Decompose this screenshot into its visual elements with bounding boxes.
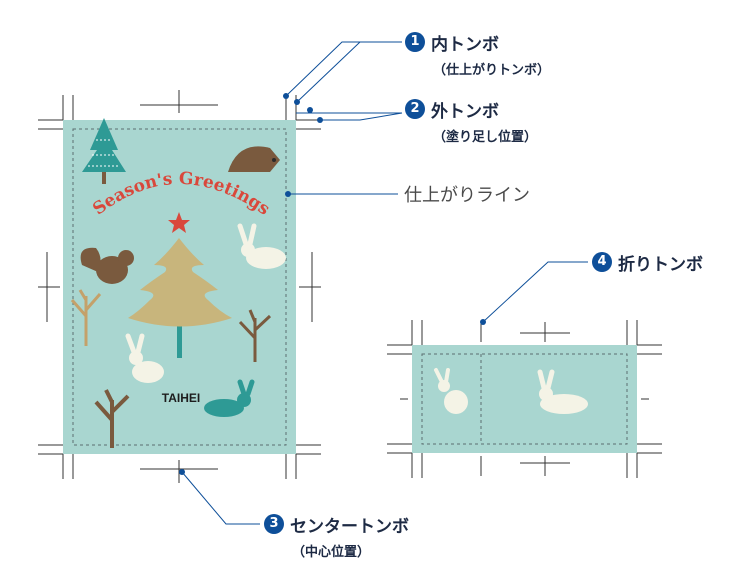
- trim-line: [72, 128, 287, 446]
- finish-line-label: 仕上がりライン: [404, 185, 530, 206]
- brand-text: TAIHEI: [162, 391, 200, 405]
- star-icon: [168, 212, 190, 233]
- callout-center-mark: 3 センタートンボ （中心位置）: [264, 512, 409, 560]
- hedgehog-illustration: [228, 146, 280, 172]
- number-badge-3: 3: [264, 514, 284, 534]
- squirrel-illustration: [80, 247, 134, 284]
- christmas-tree-illustration: [128, 212, 232, 358]
- callout-outer-trim-mark: 2 外トンボ （塗り足し位置）: [405, 97, 537, 145]
- fold-mark-title: 折りトンボ: [618, 255, 703, 275]
- rabbit-illustration-middle: [125, 333, 164, 383]
- bare-tree-illustration-bottom: [94, 389, 130, 448]
- bare-tree-illustration-left: [70, 289, 102, 346]
- inner-trim-mark-subtitle: （仕上がりトンボ）: [433, 63, 551, 78]
- number-badge-1: 1: [405, 32, 425, 52]
- center-mark-subtitle: （中心位置）: [292, 545, 371, 560]
- rabbit-illustration-teal: [204, 379, 255, 417]
- outer-trim-mark-subtitle: （塗り足し位置）: [433, 130, 538, 145]
- number-badge-4: 4: [592, 252, 612, 272]
- callout-inner-trim-mark: 1 内トンボ （仕上がりトンボ）: [405, 30, 550, 78]
- inner-trim-mark-title: 内トンボ: [431, 35, 499, 55]
- leader-lines: [181, 41, 588, 525]
- crop-marks-card: [38, 90, 321, 483]
- callout-fold-mark: 4 折りトンボ: [592, 250, 703, 275]
- rabbit-illustration-folded-left: [434, 368, 468, 414]
- pine-tree-illustration: [82, 118, 126, 184]
- bare-tree-illustration-right: [238, 309, 272, 362]
- number-badge-2: 2: [405, 99, 425, 119]
- outer-trim-mark-title: 外トンボ: [431, 102, 499, 122]
- folded-trim-line: [421, 353, 628, 445]
- leader-dots: [179, 93, 486, 475]
- rabbit-illustration-top: [237, 223, 286, 269]
- rabbit-illustration-folded-right: [537, 369, 588, 414]
- crop-marks-folded: [387, 320, 662, 478]
- center-mark-title: センタートンボ: [290, 517, 409, 537]
